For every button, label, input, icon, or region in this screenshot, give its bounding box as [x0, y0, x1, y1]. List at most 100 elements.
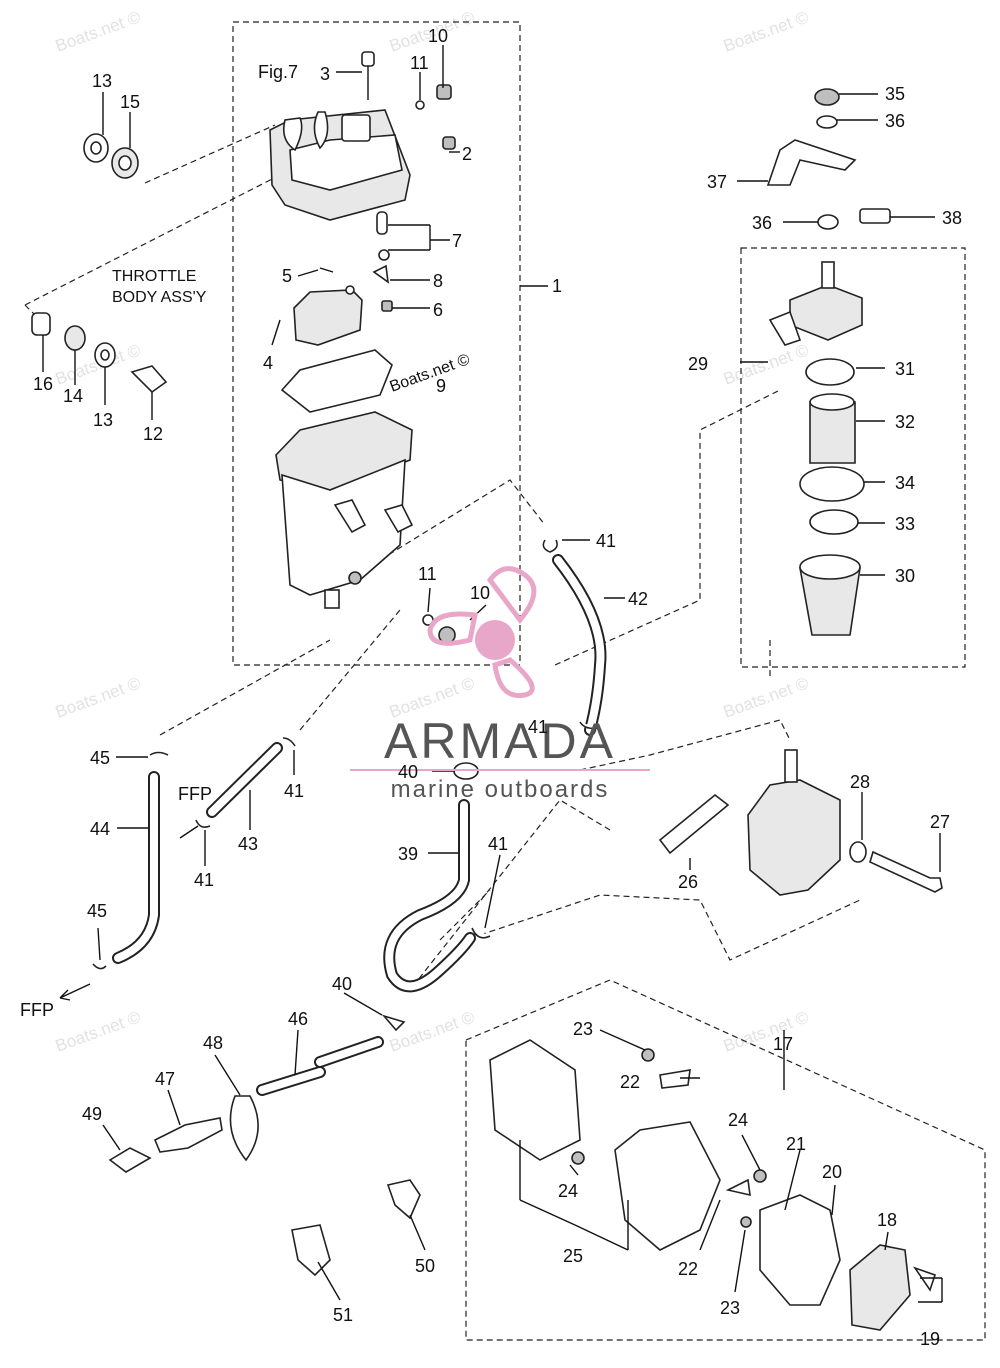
- callout-part-27: 27: [930, 812, 950, 832]
- callout-part-8: 8: [433, 271, 443, 291]
- propeller-hub-icon: [475, 620, 515, 660]
- callout-part-18: 18: [877, 1210, 897, 1230]
- callout-part-20: 20: [822, 1162, 842, 1182]
- ffp-arrow-icon: [59, 983, 91, 1001]
- watermark: Boats.net ©: [721, 1007, 812, 1055]
- callout-part-32: 32: [895, 412, 915, 432]
- watermark: Boats.net ©: [721, 7, 812, 55]
- callout-part-7: 7: [452, 231, 462, 251]
- callout-part-21: 21: [786, 1134, 806, 1154]
- callout-part-35: 35: [885, 84, 905, 104]
- fuel-pump-group-box: [465, 979, 986, 1341]
- callout-part-37: 37: [707, 172, 727, 192]
- watermark: Boats.net ©: [387, 1007, 478, 1055]
- callout-part-50: 50: [415, 1256, 435, 1276]
- gasket-9: [280, 349, 393, 413]
- callout-part-39: 39: [398, 844, 418, 864]
- callout-part-49: 49: [82, 1104, 102, 1124]
- throttle-body-parts: [31, 133, 168, 394]
- callout-part-34: 34: [895, 473, 915, 493]
- callout-part-40b: 40: [332, 974, 352, 994]
- fig-ref-label: Fig.7: [258, 62, 298, 82]
- fuel-filter-group-box: [740, 247, 966, 668]
- callout-part-48: 48: [203, 1033, 223, 1053]
- vapor-separator-group-box: [232, 21, 521, 666]
- callout-part-46: 46: [288, 1009, 308, 1029]
- armada-logo: ARMADA marine outboards: [350, 566, 650, 803]
- callout-part-11b: 11: [418, 564, 437, 584]
- callout-part-6: 6: [433, 300, 443, 320]
- vapor-separator-float-chamber: [275, 411, 413, 609]
- leader-lines: [42, 45, 943, 1303]
- callout-part-10: 10: [428, 26, 448, 46]
- callout-part-41e: 41: [488, 834, 508, 854]
- propeller-blade-icon: [427, 611, 478, 646]
- callout-part-31: 31: [895, 359, 915, 379]
- callout-part-11: 11: [410, 53, 429, 73]
- callout-part-3: 3: [320, 64, 330, 84]
- vapor-separator-cover: [269, 109, 411, 221]
- hose-clamps-and-fittings: [92, 539, 599, 1277]
- callout-part-9: 9: [436, 376, 446, 396]
- ffp-label: FFP: [178, 784, 212, 804]
- float-4: [293, 289, 363, 346]
- watermark: Boats.net ©: [53, 1007, 144, 1055]
- callout-part-19: 19: [920, 1329, 940, 1349]
- ffp-label: FFP: [20, 1000, 54, 1020]
- callout-part-36b: 36: [752, 213, 772, 233]
- callout-part-44: 44: [90, 819, 110, 839]
- callout-part-40: 40: [398, 762, 418, 782]
- callout-part-43: 43: [238, 834, 258, 854]
- callout-part-33: 33: [895, 514, 915, 534]
- callout-part-45b: 45: [87, 901, 107, 921]
- watermark: Boats.net ©: [53, 7, 144, 55]
- brand-name: ARMADA: [384, 713, 616, 769]
- fuel-pump-body: [658, 749, 943, 896]
- brand-tagline: marine outboards: [391, 776, 610, 803]
- callout-part-24: 24: [558, 1181, 578, 1201]
- callout-part-30: 30: [895, 566, 915, 586]
- propeller-blade-icon: [492, 657, 535, 699]
- callout-part-42: 42: [628, 589, 648, 609]
- callout-part-26: 26: [678, 872, 698, 892]
- callout-part-41d: 41: [194, 870, 214, 890]
- callout-part-41b: 41: [528, 717, 548, 737]
- callout-part-2: 2: [462, 144, 472, 164]
- propeller-blade-icon: [486, 566, 537, 625]
- callout-part-12: 12: [143, 424, 163, 444]
- callout-part-22: 22: [620, 1072, 640, 1092]
- callout-part-23: 23: [573, 1019, 593, 1039]
- clip-loop: [313, 111, 329, 150]
- fuel-hoses: [112, 554, 607, 1096]
- callout-part-16: 16: [33, 374, 53, 394]
- throttle-body-label: BODY ASS'Y: [112, 289, 207, 306]
- callout-part-14: 14: [63, 386, 83, 406]
- callout-part-22b: 22: [678, 1259, 698, 1279]
- elbow-fittings: [333, 499, 414, 585]
- callout-part-45: 45: [90, 748, 110, 768]
- callout-part-41: 41: [596, 531, 616, 551]
- callout-part-29: 29: [688, 354, 708, 374]
- callout-part-10b: 10: [470, 583, 490, 603]
- callout-part-13b: 13: [93, 410, 113, 430]
- ffp-arrow-icon: [179, 825, 199, 839]
- callout-part-36: 36: [885, 111, 905, 131]
- throttle-body-label: THROTTLE: [112, 268, 196, 285]
- callout-part-13: 13: [92, 71, 112, 91]
- watermark: Boats.net ©: [721, 673, 812, 721]
- callout-part-1: 1: [552, 276, 562, 296]
- callout-part-41c: 41: [284, 781, 304, 801]
- routing-lines: [24, 124, 861, 991]
- watermarks: Boats.net © Boats.net © Boats.net © Boat…: [53, 7, 812, 1055]
- callout-part-24b: 24: [728, 1110, 748, 1130]
- callout-part-5: 5: [282, 266, 292, 286]
- part-callouts: 1 2 3 4 5 6 7 8 9 10 10 11 11 12 13 13 1…: [33, 26, 962, 1349]
- watermark: Boats.net ©: [53, 673, 144, 721]
- callout-part-38: 38: [942, 208, 962, 228]
- fuel-filter-parts: [766, 88, 891, 636]
- callout-part-51: 51: [333, 1305, 353, 1325]
- callout-part-15: 15: [120, 92, 140, 112]
- watermark-dark: Boats.net ©: [388, 351, 473, 396]
- callout-part-25: 25: [563, 1246, 583, 1266]
- callout-part-4: 4: [263, 353, 273, 373]
